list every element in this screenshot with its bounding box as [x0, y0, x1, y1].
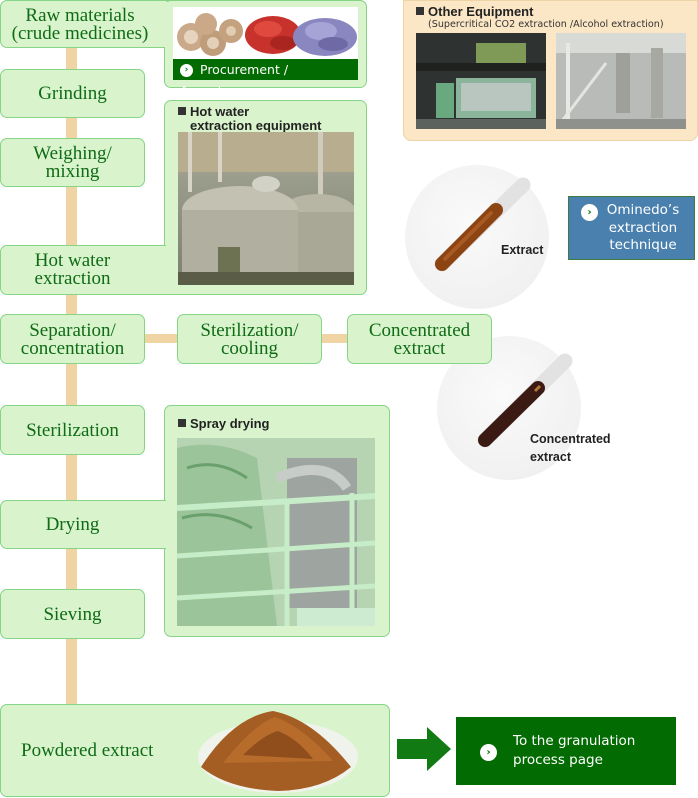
step-raw-materials: Raw materials (crude medicines) [11, 5, 149, 44]
step-sterilization-cooling-box: Sterilization/ cooling [177, 314, 322, 364]
step-concentrated-extract: Concentrated extract [368, 320, 471, 359]
step-hot-water-extraction: Hot water extraction [34, 250, 111, 289]
extraction-tanks-image [178, 132, 354, 285]
hot-water-equipment-caption: Hot water extraction equipment [178, 105, 358, 133]
step-separation-concentration: Separation/ concentration [20, 320, 125, 359]
chevron-right-icon: › [581, 204, 598, 221]
step-weighing-mixing: Weighing/ mixing [33, 143, 112, 182]
powdered-extract-image [198, 711, 358, 793]
procurement-acceptance-link[interactable]: › Procurement / Acceptance [173, 59, 358, 98]
granulation-line2: process page [513, 752, 603, 768]
raw-materials-photo [173, 7, 358, 59]
extraction-technique-label: Ominedo’s extraction technique [603, 202, 683, 255]
step-separation-box: Separation/ concentration [0, 314, 145, 364]
step-weighing-box: Weighing/ mixing [0, 138, 145, 187]
extract-label: Extract [501, 243, 544, 257]
alcohol-extraction-equipment-photo [556, 33, 686, 129]
step-grinding-box: Grinding [0, 69, 145, 118]
chevron-right-icon: › [180, 63, 193, 77]
concentrated-extract-label: Concentrated extract [530, 430, 611, 466]
flow-connector-vertical [66, 45, 77, 710]
crude-medicines-image [177, 13, 357, 56]
technique-line1: Ominedo’s [606, 202, 680, 218]
other-equipment-title-text: Other Equipment [428, 4, 534, 19]
procurement-acceptance-label: Procurement / Acceptance [180, 62, 289, 98]
spray-drying-caption-text: Spray drying [190, 416, 270, 431]
spray-drying-caption: Spray drying [178, 417, 269, 431]
flow-connector-separation-sterilization [140, 334, 182, 343]
step-sieving-box: Sieving [0, 589, 145, 639]
granulation-link-label: To the granulation process page [513, 732, 635, 770]
square-bullet-icon [178, 419, 186, 427]
drying-connector-fill [150, 501, 170, 548]
other-equipment-title: Other Equipment [416, 5, 533, 19]
technique-line2: extraction [608, 219, 678, 236]
square-bullet-icon [416, 7, 424, 15]
extract-test-tube-icon [434, 177, 531, 272]
co2-equipment-image [416, 43, 546, 129]
step-sterilization-box: Sterilization [0, 405, 145, 455]
alcohol-equipment-image [556, 33, 686, 129]
step-concentrated-extract-box: Concentrated extract [347, 314, 492, 364]
step-grinding: Grinding [38, 83, 107, 104]
hot-water-caption-line2: extraction equipment [190, 118, 322, 133]
square-bullet-icon [178, 107, 186, 115]
step-sterilization-cooling: Sterilization/ cooling [200, 320, 299, 359]
technique-line3: technique [609, 237, 677, 253]
supercritical-co2-equipment-photo [416, 33, 546, 129]
step-sieving: Sieving [43, 604, 102, 625]
flow-connector-sterilization-concentrated [318, 334, 352, 343]
spray-drying-photo [177, 438, 375, 626]
concentrated-label-line1: Concentrated [530, 432, 611, 446]
step-powdered-extract-box: Powdered extract [0, 704, 390, 797]
granulation-process-link[interactable]: › To the granulation process page [456, 717, 676, 785]
concentrated-extract-test-tube-icon [477, 353, 573, 448]
step-drying: Drying [45, 514, 100, 535]
extraction-technique-link[interactable]: › Ominedo’s extraction technique [568, 196, 695, 260]
step-drying-box [0, 500, 170, 549]
spray-dryer-image [177, 438, 375, 626]
other-equipment-subtitle: (Supercritical CO2 extraction /Alcohol e… [428, 19, 664, 30]
hot-water-caption-line1: Hot water [190, 104, 250, 119]
step-sterilization: Sterilization [26, 420, 119, 441]
granulation-line1: To the granulation [513, 733, 636, 749]
chevron-right-icon: › [480, 744, 497, 761]
arrow-right-icon [397, 727, 451, 771]
step-powdered-extract: Powdered extract [21, 740, 154, 761]
concentrated-label-line2: extract [530, 450, 571, 464]
hot-water-equipment-photo [178, 132, 354, 285]
